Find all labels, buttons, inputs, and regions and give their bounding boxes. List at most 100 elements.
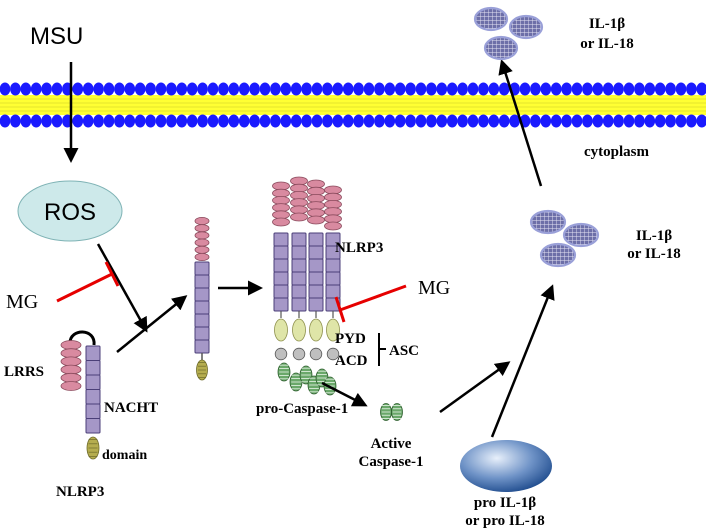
lipid-head xyxy=(426,114,437,128)
mature-il-cluster-cytoplasm xyxy=(529,209,600,268)
nacht-segment xyxy=(194,300,210,315)
lipid-head xyxy=(166,114,177,128)
msu-label: MSU xyxy=(30,23,83,50)
mg-left-label: MG xyxy=(6,291,38,313)
nacht-segment xyxy=(194,287,210,302)
lrr-repeat xyxy=(60,348,82,359)
nlrp3-activation-arrow xyxy=(116,295,188,353)
lipid-head xyxy=(405,114,416,128)
lrr-repeat xyxy=(194,245,210,254)
ros-to-nlrp3-arrow xyxy=(96,243,148,333)
il-top-label-1: IL-1β xyxy=(589,16,625,32)
lipid-head xyxy=(20,82,32,96)
lipid-head xyxy=(592,82,604,96)
lipid-head xyxy=(540,82,552,96)
lrr-repeat xyxy=(272,217,290,227)
lipid-head xyxy=(405,82,416,96)
lipid-head xyxy=(530,114,541,128)
lipid-head xyxy=(623,114,635,128)
active-caspase-label-2: Caspase-1 xyxy=(358,454,423,470)
nacht-segment xyxy=(308,258,324,273)
lipid-head xyxy=(363,82,375,96)
lrr-repeat xyxy=(60,340,82,350)
nlrp3-complex-label: NLRP3 xyxy=(335,240,383,256)
pro-il-oval xyxy=(460,440,552,492)
lrr-repeat xyxy=(324,221,342,231)
asc-pyd xyxy=(326,318,340,342)
lipid-head xyxy=(415,82,427,96)
lipid-head xyxy=(207,82,219,96)
lrr-repeat xyxy=(307,193,325,203)
lipid-head xyxy=(103,114,115,128)
lrr-repeat xyxy=(194,231,210,240)
lipid-head xyxy=(134,82,146,96)
lrr-repeat xyxy=(290,190,308,200)
nacht-label: NACHT xyxy=(104,400,158,416)
lrr-repeat xyxy=(194,224,210,233)
lipid-head xyxy=(93,82,104,96)
lipid-head xyxy=(166,82,177,96)
lipid-head xyxy=(675,114,687,128)
il-mid-label-2: or IL-18 xyxy=(627,246,680,262)
caspase-cleavage-arrow xyxy=(321,381,368,407)
lrr-repeat xyxy=(307,215,325,225)
lipid-head xyxy=(311,114,323,128)
lipid-head xyxy=(249,114,260,128)
lipid-head xyxy=(218,82,229,96)
lipid-head xyxy=(280,114,292,128)
nacht-segment xyxy=(273,245,289,260)
lipid-head xyxy=(124,82,136,96)
lrr-domain xyxy=(60,340,82,391)
lipid-head xyxy=(72,114,84,128)
lrr-repeat xyxy=(60,356,82,367)
mg-right-inhibition-bar xyxy=(334,284,407,323)
mg-left-inhibition-bar xyxy=(56,261,120,303)
lipid-head xyxy=(686,82,697,96)
lipid-head xyxy=(623,82,635,96)
lipid-head xyxy=(592,114,604,128)
lipid-head xyxy=(290,114,302,128)
nacht-segment xyxy=(194,339,210,354)
lipid-head xyxy=(124,114,136,128)
lipid-head xyxy=(176,114,188,128)
lipid-head xyxy=(478,114,489,128)
asc-pyd xyxy=(309,318,323,342)
lipid-head xyxy=(145,114,156,128)
lipid-head xyxy=(155,114,167,128)
lipid-head xyxy=(238,114,250,128)
lipid-head xyxy=(311,82,323,96)
lipid-head xyxy=(93,114,104,128)
lipid-head xyxy=(665,114,676,128)
lrrs-label: LRRS xyxy=(4,364,44,380)
pyd-domain xyxy=(86,436,100,460)
asc-card xyxy=(274,347,288,361)
lipid-head xyxy=(342,114,354,128)
lipid-head xyxy=(467,82,479,96)
lipid-head xyxy=(550,82,562,96)
lipid-head xyxy=(353,82,364,96)
lipid-head xyxy=(114,114,125,128)
asc-card xyxy=(292,347,306,361)
lipid-head xyxy=(270,82,281,96)
asc-card xyxy=(309,347,323,361)
secretion-arrow xyxy=(498,59,543,187)
lipid-head xyxy=(602,82,614,96)
ros-ellipse xyxy=(17,180,123,242)
lipid-head xyxy=(519,82,531,96)
lipid-head xyxy=(488,82,500,96)
nacht-segment xyxy=(291,284,307,299)
active-caspase-icon xyxy=(380,403,403,421)
nacht-segment xyxy=(273,232,289,247)
lipid-head xyxy=(613,114,624,128)
nacht-segment xyxy=(325,284,341,299)
acd-label: ACD xyxy=(335,353,368,369)
lipid-head xyxy=(290,82,302,96)
asc-pyd xyxy=(292,318,306,342)
lipid-head xyxy=(155,82,167,96)
il-disc xyxy=(483,35,519,61)
lipid-head xyxy=(394,82,406,96)
lipid-head xyxy=(696,82,706,96)
lrr-repeat xyxy=(290,212,308,222)
lipid-head xyxy=(654,114,666,128)
